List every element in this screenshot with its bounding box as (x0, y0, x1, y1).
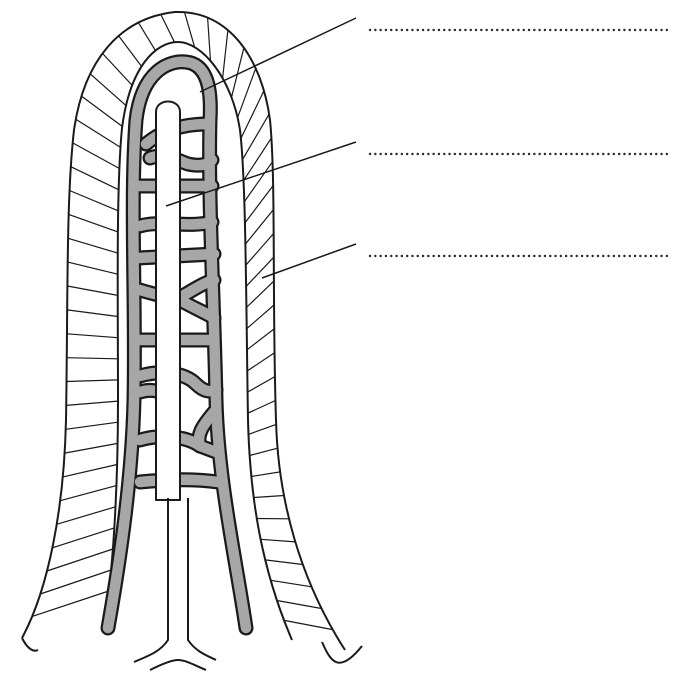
epithelial-cell-border (66, 422, 118, 429)
epithelial-cell-border (244, 138, 272, 181)
epithelial-cell-border (243, 114, 270, 160)
epithelial-cell-border (67, 380, 119, 382)
epithelial-cell-border (90, 74, 126, 106)
epithelial-cell-border (246, 257, 274, 286)
epithelial-cell-border (68, 262, 118, 274)
epithelial-cell-border (208, 18, 211, 61)
epithelial-cell-border (246, 281, 274, 307)
epithelial-cell-border (76, 119, 121, 147)
epithelial-cell-border (265, 560, 303, 565)
epithelial-cell-border (261, 539, 296, 542)
epithelial-cell-border (67, 310, 118, 317)
epithelial-cell-border (284, 620, 333, 629)
epithelial-cell-border (66, 401, 118, 405)
epithelial-cell-border (63, 465, 117, 477)
epithelial-cell-border (271, 580, 312, 587)
epithelial-cell-border (67, 334, 118, 338)
lacteal-stem-right (188, 498, 216, 660)
epithelial-cell-border (52, 528, 114, 548)
epithelial-cell-border (138, 23, 155, 51)
answer-lines (370, 30, 668, 256)
lacteal-stem-base (150, 660, 206, 670)
epithelial-cell-border (71, 167, 119, 190)
epithelial-cell-border (223, 30, 228, 78)
epithelial-cell-border (254, 496, 284, 498)
epithelial-cell-border (70, 191, 119, 211)
epithelial-cell-border (238, 68, 256, 117)
epithelial-cell-border (60, 486, 116, 501)
leader-line-capillary (200, 18, 356, 92)
epithelial-cell-border (245, 186, 273, 223)
epithelial-cell-border (47, 549, 113, 571)
epithelial-cell-border (247, 353, 274, 371)
epithelial-cell-border (248, 401, 276, 414)
epithelial-cell-border (67, 358, 118, 359)
epithelial-cell-border (103, 53, 133, 85)
leader-line-lacteal (166, 142, 356, 206)
epithelial-cell-border (248, 377, 275, 393)
epithelial-cell-border (57, 507, 116, 525)
lacteal-tube (156, 102, 180, 501)
epithelial-cell-border (67, 286, 117, 295)
epithelial-cells (32, 12, 333, 629)
epithelial-cell-border (247, 329, 274, 350)
epithelial-cell-border (161, 14, 175, 42)
epithelial-cell-border (82, 96, 123, 126)
epithelial-cell-border (119, 36, 142, 67)
epithelial-cell-border (244, 162, 272, 202)
epithelial-cell-border (73, 143, 120, 169)
epithelial-cell-border (40, 570, 111, 594)
epithelial-cell-border (251, 472, 280, 477)
leader-line-epithelium (262, 244, 356, 278)
epithelium-base-curve (22, 638, 38, 651)
lacteal-stem-left (134, 498, 168, 662)
epithelium-outer-outline (22, 12, 345, 650)
epithelial-cell-border (249, 424, 277, 434)
epithelial-cell-border (69, 214, 118, 232)
epithelial-cell-border (68, 238, 118, 253)
epithelial-cell-border (247, 305, 274, 329)
epithelial-cell-border (65, 443, 118, 453)
epithelial-cell-border (250, 448, 278, 455)
epithelial-cell-border (185, 12, 195, 47)
epithelial-cell-border (277, 601, 322, 609)
epithelial-cell-border (32, 591, 109, 616)
